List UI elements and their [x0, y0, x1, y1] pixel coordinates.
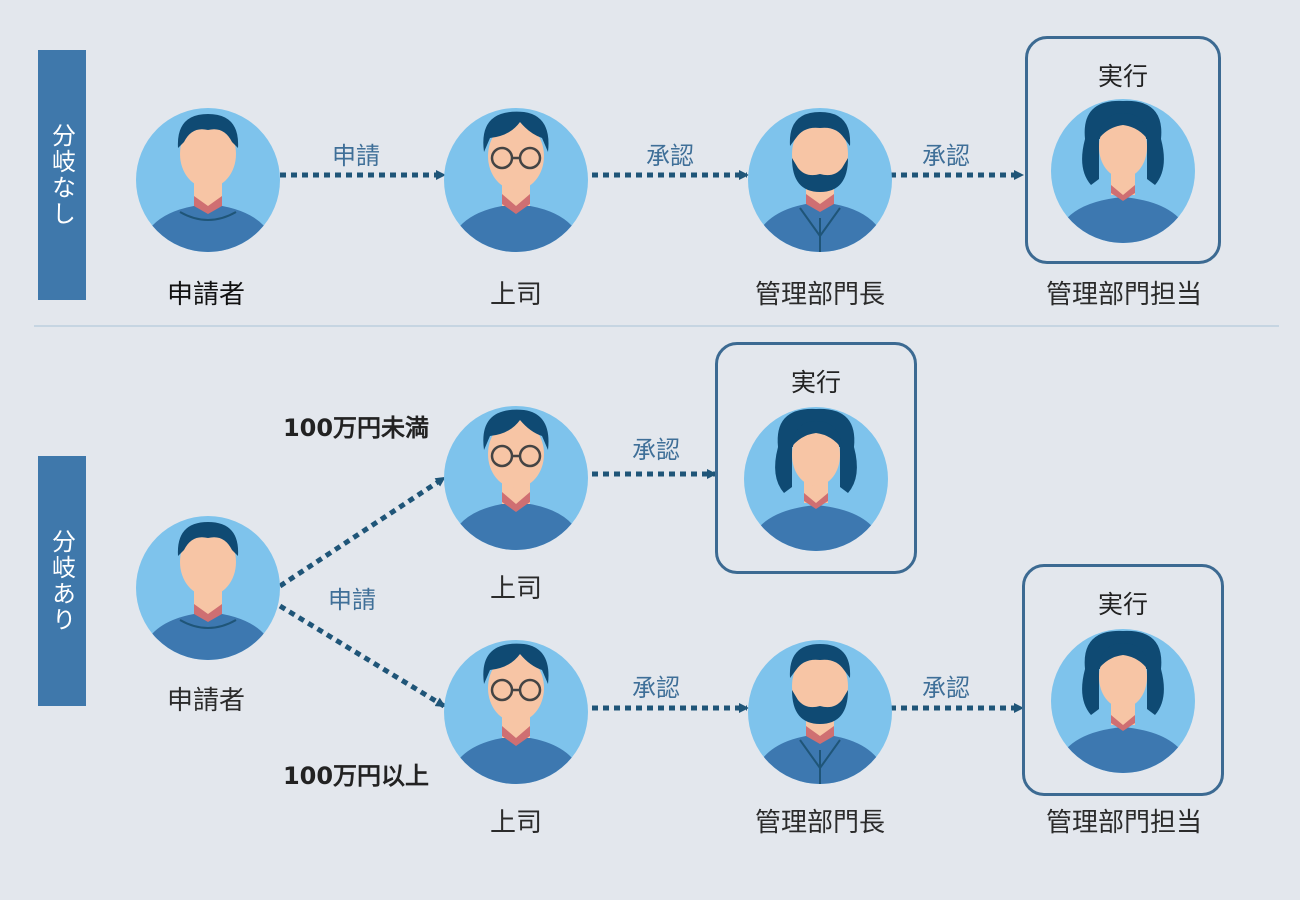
section-label-no-branch: 分岐なし [38, 50, 86, 300]
bearded-man-avatar-icon [748, 640, 892, 784]
node-label-dept-staff: 管理部門担当 [1045, 808, 1202, 838]
execution-box: 実行 [1022, 564, 1224, 796]
man-with-glasses-avatar-icon [444, 640, 588, 784]
node-label-dept-staff: 管理部門担当 [1045, 280, 1202, 310]
edge-label-apply: 申請 [332, 142, 380, 170]
bearded-man-avatar-icon [748, 108, 892, 252]
execution-label: 実行 [1097, 62, 1148, 91]
node-label-dept-head: 管理部門長 [754, 808, 885, 838]
edge-label-approve-2: 承認 [922, 674, 970, 702]
edge-label-approve-2: 承認 [922, 142, 970, 170]
woman-avatar-icon [1051, 629, 1195, 773]
execution-box: 実行 [1025, 36, 1221, 264]
section-divider [34, 325, 1279, 327]
edge-label-apply: 申請 [328, 586, 376, 614]
condition-label-under-1m: 100万円未満 [282, 414, 430, 442]
node-label-dept-head: 管理部門長 [754, 280, 885, 310]
section-label-with-branch: 分岐あり [38, 456, 86, 706]
execution-box: 実行 [715, 342, 917, 574]
man-with-glasses-avatar-icon [444, 108, 588, 252]
node-label-manager: 上司 [489, 574, 542, 604]
node-label-applicant: 申請者 [166, 686, 245, 716]
node-label-applicant: 申請者 [166, 280, 245, 310]
execution-label: 実行 [1097, 590, 1148, 619]
edge-label-approve-1: 承認 [632, 674, 680, 702]
woman-avatar-icon [744, 407, 888, 551]
edge-label-approve: 承認 [632, 436, 680, 464]
condition-label-over-1m: 100万円以上 [282, 762, 430, 790]
node-label-manager: 上司 [489, 280, 542, 310]
node-label-manager: 上司 [489, 808, 542, 838]
execution-label: 実行 [790, 368, 841, 397]
edge-label-approve-1: 承認 [646, 142, 694, 170]
man-avatar-icon [136, 108, 280, 252]
woman-avatar-icon [1051, 99, 1195, 243]
man-avatar-icon [136, 516, 280, 660]
man-with-glasses-avatar-icon [444, 406, 588, 550]
